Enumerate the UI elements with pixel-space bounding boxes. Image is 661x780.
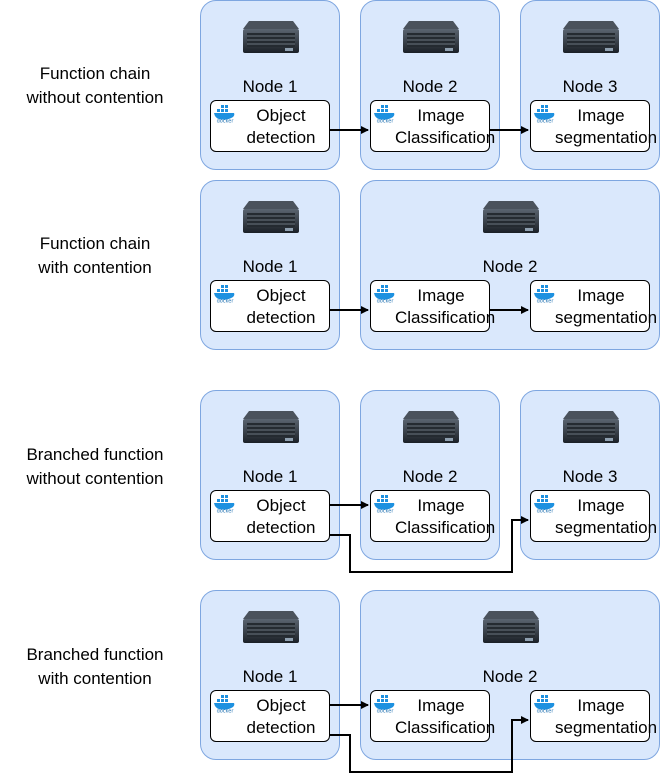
docker-icon: docker <box>533 283 557 305</box>
node-title: Node 3 <box>562 77 618 96</box>
svg-text:docker: docker <box>377 299 395 304</box>
function-box: docker Object detection <box>210 280 330 332</box>
function-box: docker Image segmentation <box>530 490 658 542</box>
svg-text:docker: docker <box>377 509 395 514</box>
node-title: Node 1 <box>242 667 298 686</box>
function-box: docker Object detection <box>210 100 330 152</box>
node-title: Node 2 <box>402 467 458 486</box>
function-label: Image Classification <box>395 286 496 327</box>
docker-icon: docker <box>373 103 397 125</box>
docker-icon: docker <box>373 693 397 715</box>
function-box: docker Object detection <box>210 690 330 742</box>
svg-text:docker: docker <box>217 299 235 304</box>
docker-icon: docker <box>373 283 397 305</box>
row-label: Branched function with contention <box>26 645 164 688</box>
function-box: docker Image Classification <box>370 100 496 152</box>
server-icon <box>481 605 541 647</box>
server-icon <box>481 195 541 237</box>
svg-text:docker: docker <box>537 509 555 514</box>
svg-text:docker: docker <box>217 509 235 514</box>
docker-icon: docker <box>533 493 557 515</box>
svg-text:docker: docker <box>377 119 395 124</box>
server-icon <box>241 195 301 237</box>
function-label: Image segmentation <box>555 106 658 147</box>
docker-icon: docker <box>533 103 557 125</box>
svg-text:docker: docker <box>217 119 235 124</box>
function-label: Image Classification <box>395 696 496 737</box>
function-label: Image segmentation <box>555 696 658 737</box>
function-label: Image Classification <box>395 496 496 537</box>
function-box: docker Image Classification <box>370 690 496 742</box>
node-title: Node 2 <box>482 257 538 276</box>
function-box: docker Image segmentation <box>530 690 658 742</box>
function-box: docker Image segmentation <box>530 100 658 152</box>
docker-icon: docker <box>213 493 237 515</box>
svg-text:docker: docker <box>537 709 555 714</box>
server-icon <box>401 15 461 57</box>
server-icon <box>561 15 621 57</box>
docker-icon: docker <box>373 493 397 515</box>
function-box: docker Object detection <box>210 490 330 542</box>
svg-text:docker: docker <box>377 709 395 714</box>
docker-icon: docker <box>213 693 237 715</box>
node-title: Node 2 <box>482 667 538 686</box>
function-box: docker Image Classification <box>370 490 496 542</box>
docker-icon: docker <box>213 103 237 125</box>
svg-text:docker: docker <box>217 709 235 714</box>
function-label: Image segmentation <box>555 286 658 327</box>
server-icon <box>401 405 461 447</box>
node-title: Node 3 <box>562 467 618 486</box>
node-title: Node 2 <box>402 77 458 96</box>
server-icon <box>241 405 301 447</box>
function-label: Object detection <box>246 696 316 737</box>
node-title: Node 1 <box>242 257 298 276</box>
row-label: Branched function without contention <box>26 445 164 488</box>
server-icon <box>241 605 301 647</box>
function-box: docker Image segmentation <box>530 280 658 332</box>
function-label: Image segmentation <box>555 496 658 537</box>
server-icon <box>241 15 301 57</box>
docker-icon: docker <box>533 693 557 715</box>
function-label: Image Classification <box>395 106 496 147</box>
node-title: Node 1 <box>242 77 298 96</box>
svg-text:docker: docker <box>537 299 555 304</box>
function-label: Object detection <box>246 106 316 147</box>
node-title: Node 1 <box>242 467 298 486</box>
row-label: Function chain without contention <box>26 64 164 107</box>
function-box: docker Image Classification <box>370 280 496 332</box>
server-icon <box>561 405 621 447</box>
row-label: Function chain with contention <box>38 234 152 277</box>
function-label: Object detection <box>246 286 316 327</box>
docker-icon: docker <box>213 283 237 305</box>
svg-text:docker: docker <box>537 119 555 124</box>
function-label: Object detection <box>246 496 316 537</box>
